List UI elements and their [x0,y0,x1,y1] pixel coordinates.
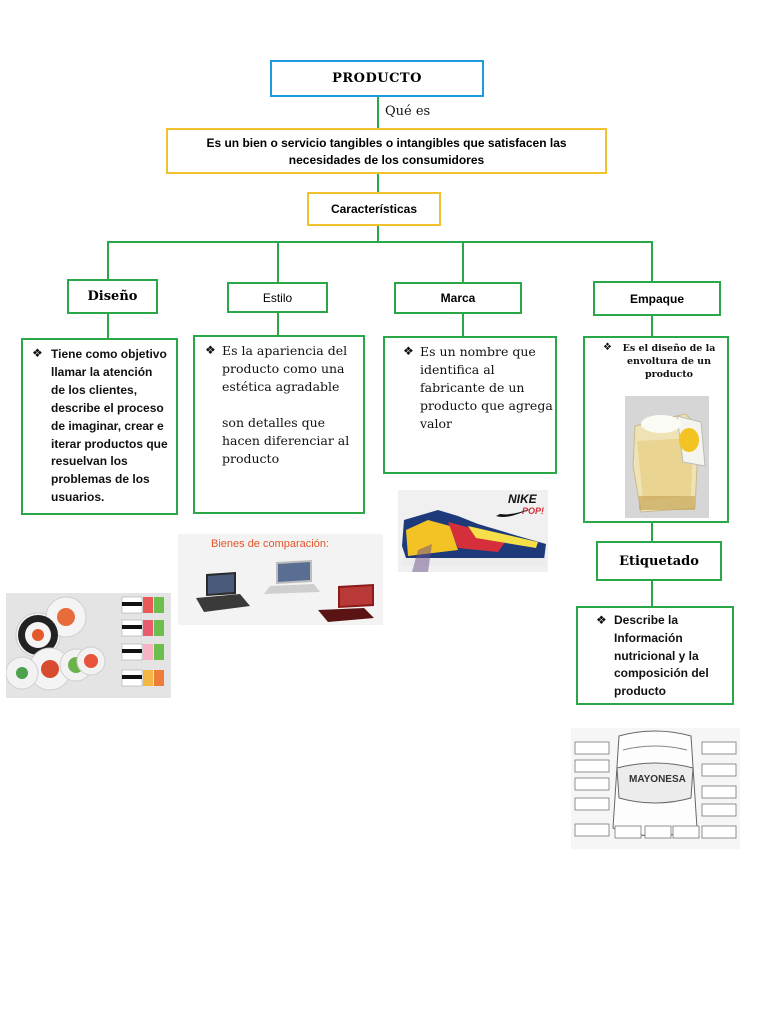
text-line: Tiene como objetivo [51,347,167,361]
category-empaque-label: Empaque [629,291,684,306]
caracteristicas-node: Características [307,192,441,226]
text-line: resuelvan los [51,454,128,469]
text-line: de imaginar, crear e [51,418,164,433]
text-line: fabricante de un [420,380,525,395]
description-marca: ❖ Es un nombre que identifica al fabrica… [383,336,557,474]
text-line: composición del [614,666,709,681]
text-line: producto que agrega [420,398,553,413]
text-line: son detalles que [222,415,326,430]
text-line: producto [222,451,280,466]
description-estilo-text-b: son detalles que hacen diferenciar al pr… [222,414,362,468]
root-node-producto: PRODUCTO [270,60,484,97]
text-line: nutricional y la [614,648,699,663]
text-line: estética agradable [222,379,340,394]
connector-empaque-etiquetado [651,523,653,541]
root-node-label: PRODUCTO [332,71,422,86]
packaged-dessert-icon [625,396,709,518]
que-es-label: Qué es [385,104,431,119]
text-line: iterar productos que [51,436,168,451]
category-marca: Marca [394,282,522,314]
nike-brand-label: NIKE [508,492,537,506]
text-line: Información [614,630,683,645]
text-line: Es el diseño de la [622,343,716,354]
connector-marca-desc [462,314,464,336]
text-line: Es la apariencia del [222,343,348,358]
text-line: de los clientes, [51,382,138,397]
description-estilo: ❖ Es la apariencia del producto como una… [193,335,365,514]
text-line: producto como una [222,361,345,376]
diamond-bullet-icon: ❖ [205,343,216,357]
caracteristicas-label: Características [330,202,418,216]
description-diseno-text: Tiene como objetivo llamar la atención d… [51,346,175,507]
definition-line-2: necesidades de los consumidores [288,153,485,168]
connector-drop-estilo [277,241,279,282]
diamond-bullet-icon: ❖ [403,344,414,358]
nike-pop-label: POP! [522,506,545,516]
category-estilo-label: Estilo [262,290,293,305]
connector-root-down [377,97,379,129]
connector-empaque-desc [651,316,653,336]
nike-shoe-image: NIKE POP! [398,490,548,572]
connector-caracteristicas-down [377,226,379,242]
text-line: identifica al [420,362,495,377]
mayonnaise-label-image: MAYONESA [571,728,740,849]
diamond-bullet-icon: ❖ [603,342,612,353]
label-diagram-icon [571,728,740,849]
comparison-caption: Bienes de comparación: [211,538,330,550]
text-line: Describe la [614,613,679,627]
text-line: producto [614,684,666,699]
connector-drop-diseno [107,241,109,280]
category-etiquetado: Etiquetado [596,541,722,581]
connector-horizontal-bar [107,241,653,243]
text-line: envoltura de un [627,356,711,367]
diamond-bullet-icon: ❖ [596,613,607,627]
category-estilo: Estilo [227,282,328,313]
description-etiquetado-text: Describe la Información nutricional y la… [614,612,734,701]
connector-definition-down [377,174,379,192]
connector-drop-marca [462,241,464,282]
connector-drop-empaque [651,241,653,281]
connector-etiquetado-desc [651,581,653,606]
description-estilo-text-a: Es la apariencia del producto como una e… [222,342,362,396]
description-etiquetado: ❖ Describe la Información nutricional y … [576,606,734,705]
text-line: describe el proceso [51,400,164,415]
description-marca-text: Es un nombre que identifica al fabricant… [420,343,554,433]
text-line: problemas de los [51,472,150,487]
category-diseno-label: Diseño [87,289,138,304]
laptops-icon [196,560,374,622]
category-marca-label: Marca [440,291,476,305]
description-diseno: ❖ Tiene como objetivo llamar la atención… [21,338,178,515]
connector-estilo-desc [277,313,279,335]
category-empaque: Empaque [593,281,721,316]
category-etiquetado-label: Etiquetado [619,553,699,569]
connector-diseno-desc [107,314,109,338]
mayonnaise-label-text: MAYONESA [629,774,686,785]
description-empaque-text: Es el diseño de la envoltura de un produ… [609,342,729,381]
text-line: valor [420,416,453,431]
sushi-towels-image [6,593,171,698]
sneaker-icon [402,510,546,572]
packaging-image [625,396,709,518]
text-line: usuarios. [51,490,105,505]
swoosh-icon [496,508,532,517]
definition-line-1: Es un bien o servicio tangibles o intang… [206,136,567,150]
text-line: Es un nombre que [420,344,536,359]
sushi-rolls-icon [6,593,171,698]
text-line: hacen diferenciar al [222,433,350,448]
diamond-bullet-icon: ❖ [32,346,43,360]
text-line: llamar la atención [51,364,153,379]
description-empaque: ❖ Es el diseño de la envoltura de un pro… [583,336,729,523]
definition-node: Es un bien o servicio tangibles o intang… [166,128,607,174]
text-line: producto [644,369,694,380]
laptops-comparison-image: Bienes de comparación: [178,534,383,625]
category-diseno: Diseño [67,279,158,314]
